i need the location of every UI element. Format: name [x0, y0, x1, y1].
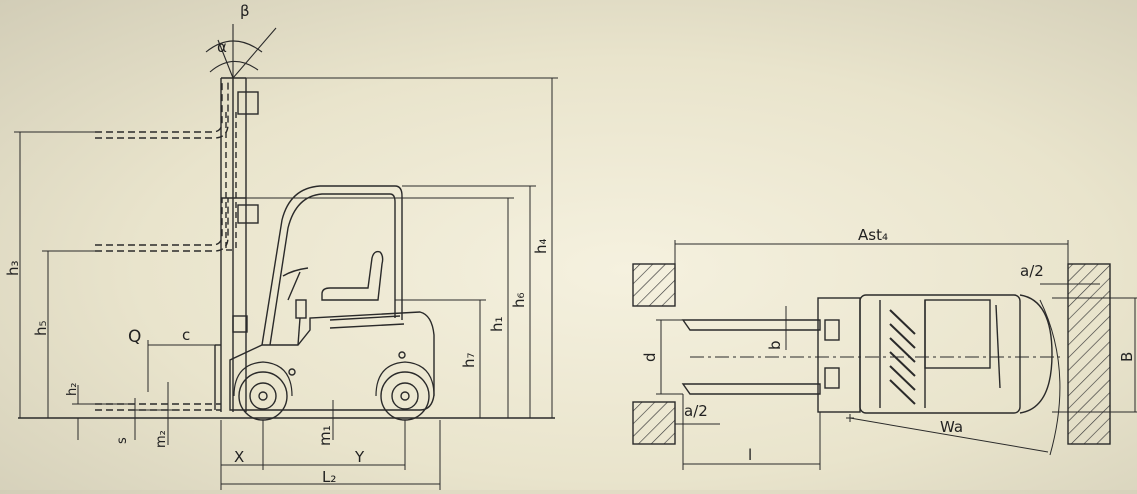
label-m1: m₁ — [316, 425, 334, 446]
label-ast4: Ast₄ — [858, 226, 888, 244]
label-h4: h₄ — [532, 238, 550, 254]
truck-body-top — [817, 294, 1053, 414]
label-l2: L₂ — [322, 468, 336, 486]
overhead-guard — [261, 185, 403, 346]
label-s: s — [115, 437, 130, 444]
top-view-dimensions — [656, 240, 1137, 470]
top-view — [632, 240, 1137, 470]
side-view — [14, 24, 558, 490]
label-wa: Wa — [940, 418, 963, 436]
rear-wheel — [380, 371, 430, 421]
label-a2-bottom: a/2 — [684, 402, 708, 420]
cooling-fins — [889, 309, 916, 405]
label-h2: h₂ — [65, 383, 80, 396]
dimension-lines — [14, 77, 558, 490]
truck-body — [229, 311, 435, 411]
label-d: d — [641, 352, 659, 362]
body-vents — [329, 315, 405, 329]
label-h6: h₆ — [510, 292, 528, 308]
aisle-wall — [1067, 263, 1111, 445]
label-h7: h₇ — [460, 352, 478, 368]
label-B: B — [1118, 352, 1136, 362]
lowered-forks — [95, 344, 221, 411]
label-beta: β — [240, 2, 250, 20]
label-h1: h₁ — [488, 316, 506, 332]
label-alpha: α — [217, 38, 227, 56]
pallet-bottom — [632, 401, 676, 445]
steering-wheel — [282, 267, 309, 301]
control-lever — [295, 299, 307, 319]
label-y: Y — [354, 448, 365, 466]
label-b: b — [766, 340, 784, 350]
label-q: Q — [128, 327, 141, 347]
raised-forks — [95, 80, 229, 252]
label-h5: h₅ — [32, 320, 50, 336]
fork-lower — [681, 383, 821, 395]
dimension-labels: β α h₃ h₅ h₂ s m₂ Q c m₁ h₇ h₁ h₆ h₄ X Y… — [4, 2, 1136, 486]
label-x: X — [234, 448, 244, 466]
pallet-top — [632, 263, 676, 307]
label-m2: m₂ — [154, 430, 169, 448]
label-l: l — [748, 446, 752, 464]
mast — [220, 77, 259, 412]
tilt-arcs — [205, 24, 277, 79]
extended-mast — [225, 112, 237, 251]
seat — [321, 250, 384, 301]
fork-upper — [681, 319, 821, 331]
label-h3: h₃ — [4, 260, 22, 276]
label-a2-top: a/2 — [1020, 262, 1044, 280]
label-c: c — [182, 326, 190, 344]
